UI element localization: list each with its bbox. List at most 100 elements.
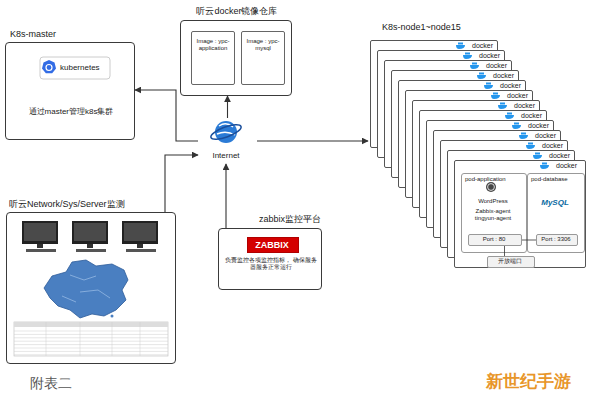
monitor	[122, 221, 158, 244]
heading: zabbix监控平台	[219, 214, 321, 225]
keyboard	[26, 249, 56, 252]
monitoring-box: 听云Network/Sys/Server监测	[6, 212, 176, 364]
node-stack: K8s-node1~node15dockerdockerdockerdocker…	[368, 36, 588, 270]
heading: K8s-master	[10, 29, 134, 40]
docker-whale	[533, 155, 542, 159]
node-text: docker	[447, 62, 507, 70]
monitor-screen	[24, 223, 56, 241]
table-rule	[46, 322, 47, 356]
wordpress-logo	[486, 182, 496, 192]
heading: 听云Network/Sys/Server监测	[9, 199, 169, 210]
node-text: 开放端口	[488, 258, 532, 265]
node-text: ZABBIX	[248, 240, 296, 251]
monitor	[22, 221, 58, 244]
node-text: pod-database	[531, 176, 579, 183]
zabbix-logo: ZABBIX	[247, 237, 299, 253]
docker-whale	[470, 65, 479, 69]
table-rule	[80, 322, 81, 356]
caption: 附表二	[30, 375, 72, 393]
docker-whale	[463, 55, 472, 59]
heading: 听云docker镜像仓库	[181, 6, 293, 17]
table-rule	[14, 334, 168, 335]
node-text: pod-application	[465, 176, 521, 183]
keyboard	[126, 249, 156, 252]
kubernetes-logo	[42, 60, 56, 73]
docker-containers	[528, 143, 533, 145]
table-rule	[140, 322, 141, 356]
internet-node: Internet	[198, 118, 257, 164]
node-text: Port : 80	[469, 236, 519, 243]
table-header	[14, 322, 168, 327]
docker-containers	[458, 43, 463, 45]
docker-whale	[505, 115, 514, 119]
monitor-stand	[87, 244, 93, 248]
node-text: docker	[489, 122, 549, 130]
node-text: 负责监控各项监控指标， 确保服务器服务正常运行	[223, 257, 319, 271]
image-box: Image : ypc-application	[191, 31, 235, 85]
docker-containers	[493, 93, 498, 95]
node-text: WordPress	[462, 198, 524, 205]
docker-whale	[512, 125, 521, 129]
globe-icon	[215, 121, 237, 143]
open-port-box: 开放端口	[487, 256, 535, 268]
keyboard	[76, 249, 106, 252]
node-text: docker	[440, 52, 500, 60]
docker-containers	[472, 63, 477, 65]
node-text: Image : ypc-application	[194, 38, 232, 52]
node-text: MySQL	[528, 198, 582, 208]
node-text: kubernetes	[60, 63, 114, 73]
table-rule	[14, 348, 168, 349]
watermark: 新世纪手游	[486, 370, 571, 393]
docker-whale	[491, 95, 500, 99]
zabbix-box: zabbix监控平台负责监控各项监控指标， 确保服务器服务正常运行ZABBIX	[218, 228, 322, 290]
island	[111, 315, 114, 318]
pod-box: pod-databaseMySQL Port : 3306	[527, 173, 585, 253]
node-text: Port : 3306	[537, 236, 575, 243]
image-box: Image : ypc-mysql	[241, 31, 285, 85]
node-text: docker	[454, 72, 514, 80]
docker-whale	[519, 135, 528, 139]
province-lines	[62, 275, 110, 302]
node-text: 通过master管理k8s集群	[10, 107, 132, 117]
docker-containers	[521, 133, 526, 135]
port-box: Port : 80	[468, 234, 522, 246]
docker-whale	[540, 165, 549, 169]
port-box: Port : 3306	[536, 234, 578, 246]
monitor-screen	[124, 223, 156, 241]
docker-containers	[479, 73, 484, 75]
table-rule	[14, 337, 168, 338]
kubernetes-wheel	[46, 65, 52, 71]
node-text: docker	[510, 152, 570, 160]
node-text: docker	[475, 102, 535, 110]
connector	[504, 246, 505, 256]
table-rule	[112, 322, 113, 356]
connector	[257, 140, 368, 141]
docker-whale	[484, 85, 493, 89]
docker-whale	[526, 145, 535, 149]
docker-containers	[500, 103, 505, 105]
monitor	[72, 221, 108, 244]
node-text: docker	[496, 132, 556, 140]
docker-containers	[542, 163, 547, 165]
monitor-stand	[137, 244, 143, 248]
node-card: docker pod-applicationWordPressZabbix-age…	[454, 160, 586, 268]
docker-whale	[456, 45, 465, 49]
node-text: docker	[433, 42, 493, 50]
docker-whale	[498, 105, 507, 109]
table-rule	[14, 354, 168, 355]
node-text: Internet	[198, 151, 254, 161]
node-text: Zabbix-agent tingyun-agent	[464, 208, 522, 222]
wordpress-ring	[488, 184, 495, 191]
connector	[135, 90, 198, 141]
node-text: Image : ypc-mysql	[244, 38, 282, 52]
node-text: docker	[517, 162, 577, 170]
docker-containers	[486, 83, 491, 85]
monitor-group	[22, 221, 158, 252]
docker-icons	[456, 43, 549, 170]
table-rule	[14, 331, 168, 332]
docker-containers	[535, 153, 540, 155]
node-text: docker	[503, 142, 563, 150]
node-text: docker	[461, 82, 521, 90]
table-rule	[14, 351, 168, 352]
connector	[165, 155, 198, 212]
